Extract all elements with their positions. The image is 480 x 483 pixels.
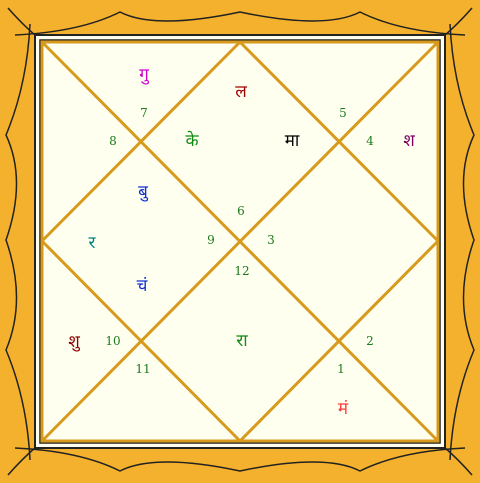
house-number-2: 2 — [366, 334, 374, 348]
planet-chandra: चं — [137, 276, 149, 296]
house-number-5: 5 — [339, 106, 347, 120]
house-number-4: 4 — [366, 134, 374, 148]
house-number-11: 11 — [135, 362, 150, 376]
planet-rahu: रा — [236, 331, 248, 351]
planet-ketu: के — [185, 130, 199, 151]
planet-mangal: मं — [338, 399, 349, 419]
planet-mangal-house4: मा — [285, 131, 300, 151]
house-number-7: 7 — [140, 106, 148, 120]
house-number-3: 3 — [267, 233, 275, 247]
planet-shukra: शु — [68, 332, 81, 352]
house-number-9: 9 — [207, 233, 215, 247]
planet-lagna: ल — [235, 82, 247, 102]
planet-budh: बु — [138, 182, 149, 202]
planet-ravi: र — [89, 233, 97, 253]
house-number-8: 8 — [109, 134, 117, 148]
house-number-1: 1 — [337, 362, 345, 376]
planet-shani: श — [403, 131, 415, 151]
house-number-10: 10 — [105, 334, 120, 348]
planet-guru: गु — [139, 65, 150, 85]
house-number-6: 6 — [237, 204, 245, 218]
house-number-12: 12 — [234, 264, 249, 278]
